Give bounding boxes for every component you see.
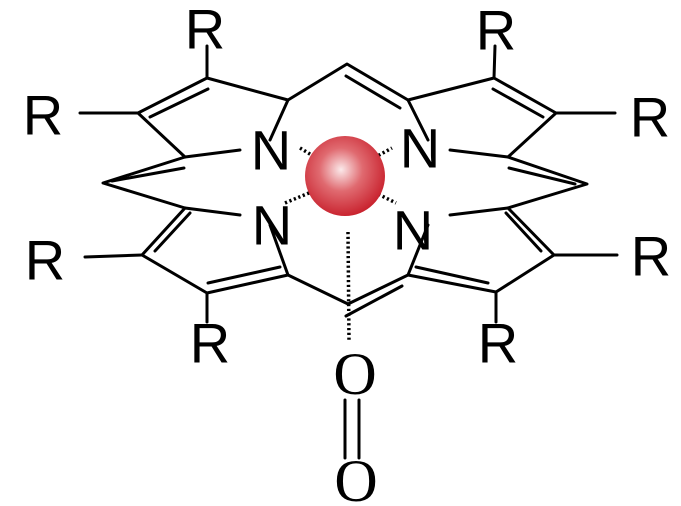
r-bond bbox=[492, 44, 497, 80]
substituent-label: R bbox=[478, 312, 518, 375]
substituent-label: R bbox=[630, 86, 670, 149]
metal-atom bbox=[305, 136, 385, 216]
n-bond bbox=[448, 206, 510, 217]
double-bond bbox=[504, 211, 543, 253]
substituent-label: R bbox=[25, 229, 65, 292]
nitrogen-label: N bbox=[252, 194, 292, 257]
n-bond bbox=[448, 148, 510, 159]
nitrogen-label: N bbox=[251, 119, 291, 182]
double-bond bbox=[206, 265, 282, 285]
nitrogen-label: N bbox=[400, 117, 440, 180]
n-bond bbox=[183, 148, 242, 159]
substituent-label: R bbox=[631, 225, 671, 288]
double-bond bbox=[344, 74, 402, 110]
r-bond bbox=[83, 253, 144, 259]
metal-oxygen-bond bbox=[346, 231, 351, 341]
substituent-label: R bbox=[185, 0, 225, 61]
coordination-bond bbox=[369, 146, 393, 162]
substituent-bonds bbox=[78, 44, 619, 324]
n-bond bbox=[183, 206, 242, 217]
double-bond bbox=[110, 166, 186, 183]
double-bond bbox=[507, 166, 577, 186]
double-bond bbox=[491, 87, 545, 119]
double-bond bbox=[153, 211, 192, 253]
bottom-meso-bridge bbox=[286, 273, 410, 306]
oxygen-label: O bbox=[333, 341, 376, 407]
double-bond bbox=[344, 284, 404, 318]
double-bond bbox=[414, 265, 490, 285]
substituent-label: R bbox=[476, 0, 516, 62]
top-meso-bridge bbox=[286, 62, 410, 102]
coordination-bond bbox=[373, 190, 397, 205]
right-meso-bridge bbox=[506, 155, 589, 210]
left-meso-bridge bbox=[101, 155, 187, 210]
substituent-label: R bbox=[23, 84, 63, 147]
oxygen-label: O bbox=[334, 448, 377, 506]
double-bond-lines bbox=[110, 74, 577, 318]
double-bond bbox=[148, 87, 210, 119]
coordination-bond bbox=[284, 188, 317, 205]
nitrogen-label: N bbox=[393, 199, 433, 262]
dioxygen-bonds bbox=[343, 398, 361, 460]
substituent-label: R bbox=[190, 312, 230, 375]
atom-labels: N N N N R R R R R R R R O O bbox=[23, 0, 671, 506]
